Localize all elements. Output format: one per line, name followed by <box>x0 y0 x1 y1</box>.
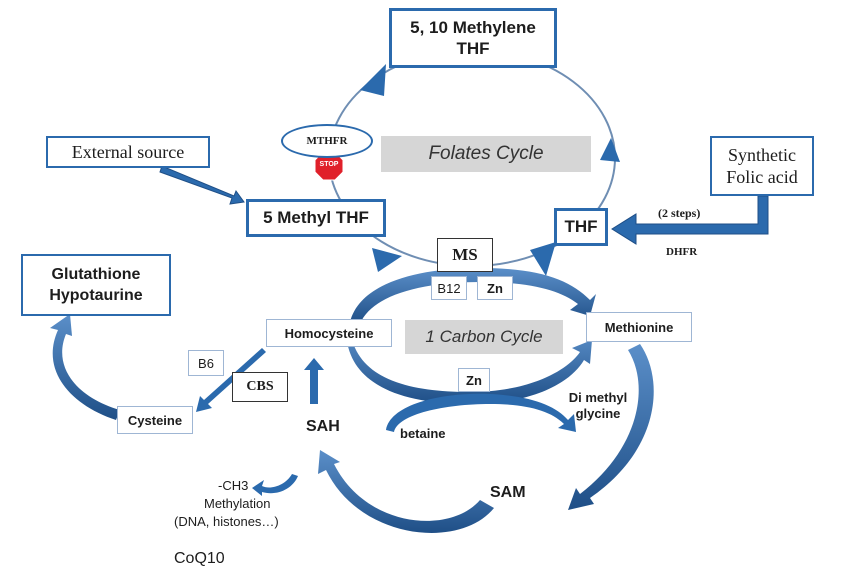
one-carbon-cycle-label: 1 Carbon Cycle <box>425 327 543 346</box>
ms-label: MS <box>452 245 478 264</box>
dhfr-label: DHFR <box>666 246 698 258</box>
folates-arrowhead-bottom-left <box>372 248 402 272</box>
dimethylglycine-label: Di methyl glycine <box>568 390 628 421</box>
sam-sah-arc <box>318 450 494 533</box>
cysteine-box: Cysteine <box>117 406 193 434</box>
cbs-label: CBS <box>246 379 274 394</box>
methionine-box: Methionine <box>586 312 692 342</box>
cbs-box: CBS <box>232 372 288 402</box>
thf-label: THF <box>564 217 598 236</box>
b6-label: B6 <box>198 355 214 371</box>
synthetic-folic-acid-label: Synthetic Folic acid <box>726 145 798 187</box>
b6-box: B6 <box>188 350 224 376</box>
two-steps-label: (2 steps) <box>658 206 701 220</box>
coq10-label: CoQ10 <box>174 550 225 567</box>
zn-top-box: Zn <box>477 276 513 300</box>
methionine-sam-arc <box>568 344 654 510</box>
methylation-arrow <box>252 474 298 496</box>
zn-bottom-box: Zn <box>458 368 490 392</box>
methylene-thf-box: 5, 10 Methylene THF <box>389 8 557 68</box>
glutathione-box: Glutathione Hypotaurine <box>21 254 171 316</box>
homocysteine-label: Homocysteine <box>284 325 374 341</box>
methylation-targets-label: (DNA, histones…) <box>174 514 279 529</box>
cysteine-label: Cysteine <box>127 412 183 428</box>
external-source-arrow <box>159 165 245 205</box>
folates-arrowhead-top <box>360 64 386 96</box>
betaine-arc <box>386 393 576 432</box>
folates-arrowhead-bottom-right <box>530 242 556 276</box>
methylene-thf-label: 5, 10 Methylene THF <box>410 18 536 58</box>
folates-cycle-label: Folates Cycle <box>428 143 544 164</box>
methylation-label: Methylation <box>204 496 271 511</box>
betaine-label: betaine <box>400 426 446 441</box>
b12-box: B12 <box>431 276 467 300</box>
hypotaurine-label: Hypotaurine <box>49 287 143 304</box>
synthetic-folic-acid-box: Synthetic Folic acid <box>710 136 814 196</box>
methyl-thf-box: 5 Methyl THF <box>246 199 386 237</box>
one-carbon-bottom-band <box>346 330 592 404</box>
external-source-box: External source <box>46 136 210 168</box>
glutathione-label: Glutathione <box>51 266 141 283</box>
thf-box: THF <box>554 208 608 246</box>
methionine-label: Methionine <box>604 319 674 335</box>
zn-bottom-label: Zn <box>466 372 482 388</box>
zn-top-label: Zn <box>487 280 503 296</box>
ch3-label: -CH3 <box>218 478 249 493</box>
b12-label: B12 <box>437 280 461 296</box>
one-carbon-top-band <box>350 268 596 324</box>
one-carbon-cycle-panel: 1 Carbon Cycle <box>405 320 563 354</box>
external-source-label: External source <box>71 141 185 162</box>
folates-cycle-panel: Folates Cycle <box>381 136 591 172</box>
folic-acid-arrow <box>611 195 769 245</box>
mthfr-oval: MTHFR <box>281 124 373 158</box>
sam-label: SAM <box>490 484 526 501</box>
homocysteine-box: Homocysteine <box>266 319 392 347</box>
methyl-thf-label: 5 Methyl THF <box>263 208 369 227</box>
ms-box: MS <box>437 238 493 272</box>
folates-arrowhead-right <box>600 138 620 162</box>
cysteine-glutathione-arrow <box>50 314 120 420</box>
sah-homocysteine-arrow <box>304 358 324 404</box>
mthfr-label: MTHFR <box>306 135 348 147</box>
sah-label: SAH <box>306 418 340 435</box>
homocysteine-cysteine-arrow <box>196 348 266 412</box>
stop-label: STOP <box>319 161 339 168</box>
